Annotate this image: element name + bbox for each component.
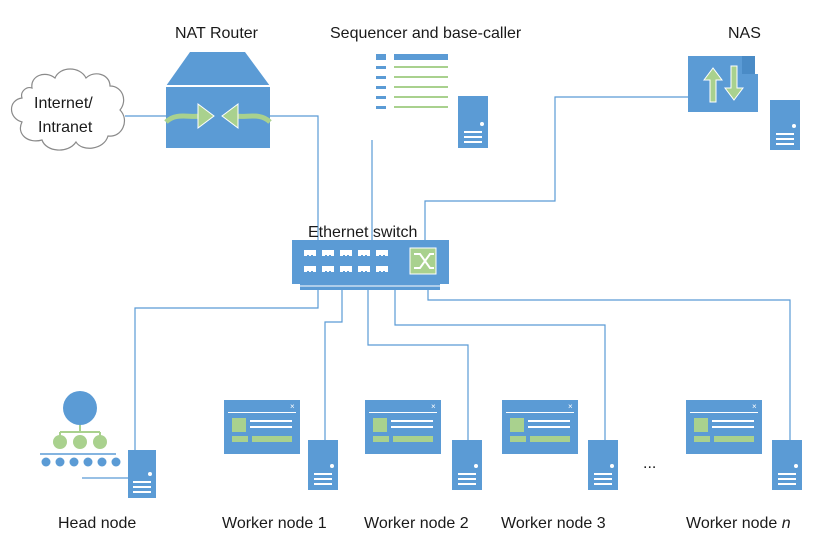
worker-node-1[interactable]: ×: [224, 400, 338, 490]
application-window-icon: ×: [365, 400, 441, 454]
application-window-icon: ×: [224, 400, 300, 454]
head-node-label: Head node: [58, 515, 136, 532]
wire-switch-worker1: [324, 290, 343, 440]
server-tower-icon: [588, 440, 618, 490]
server-tower-icon: [308, 440, 338, 490]
nas-label: NAS: [728, 25, 761, 42]
wire-router-switch: [268, 115, 319, 240]
server-tower-icon: [772, 440, 802, 490]
worker-node-n-index: n: [782, 515, 791, 532]
worker-node-n-prefix: Worker node: [686, 515, 782, 532]
server-tower-icon[interactable]: [770, 100, 800, 150]
worker-node-2[interactable]: ×: [365, 400, 482, 490]
svg-text:×: ×: [290, 402, 295, 411]
wire-nas-switch: [424, 96, 688, 240]
wire-switch-worker2: [367, 290, 469, 440]
internet-label-line2: Intranet: [38, 119, 93, 136]
nat-router-label: NAT Router: [175, 25, 259, 42]
application-window-icon: ×: [686, 400, 762, 454]
ethernet-switch-icon[interactable]: [292, 240, 449, 290]
ellipsis-text: ...: [643, 455, 656, 472]
internet-label-line1: Internet/: [34, 95, 93, 112]
wire-switch-head: [134, 290, 319, 478]
sequencer-label: Sequencer and base-caller: [330, 25, 522, 42]
server-tower-icon: [452, 440, 482, 490]
svg-text:×: ×: [568, 402, 573, 411]
server-tower-icon[interactable]: [128, 450, 156, 498]
worker-node-3-label: Worker node 3: [501, 515, 606, 532]
application-window-icon: ×: [502, 400, 578, 454]
router-icon[interactable]: [164, 52, 272, 148]
wire-switch-workern: [427, 290, 791, 440]
ethernet-switch-label: Ethernet switch: [308, 224, 417, 241]
wire-switch-worker3: [394, 290, 606, 440]
svg-text:×: ×: [431, 402, 436, 411]
worker-node-1-label: Worker node 1: [222, 515, 327, 532]
svg-text:×: ×: [752, 402, 757, 411]
hierarchy-icon[interactable]: [40, 391, 121, 467]
worker-node-2-label: Worker node 2: [364, 515, 469, 532]
document-icon: [376, 54, 448, 109]
cloud-icon: [10, 68, 125, 151]
server-tower-icon[interactable]: [458, 96, 488, 148]
worker-node-n-label: Worker node n: [686, 515, 791, 532]
worker-node-n[interactable]: ×: [686, 400, 802, 490]
connection-lines: [82, 96, 791, 479]
nas-icon[interactable]: [688, 56, 758, 112]
worker-node-3[interactable]: ×: [502, 400, 618, 490]
